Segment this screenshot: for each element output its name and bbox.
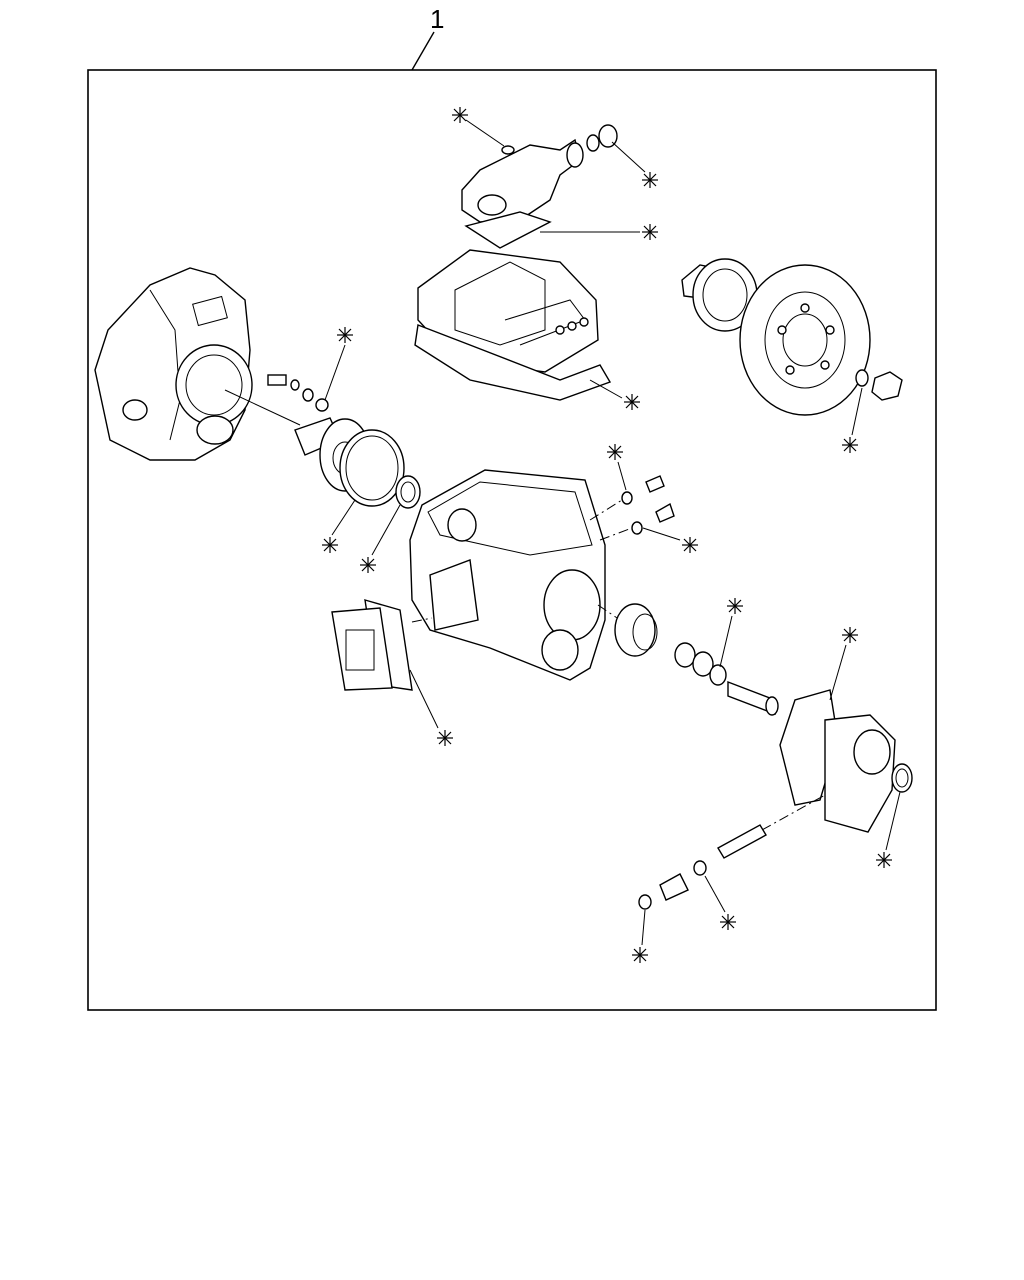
drive-gear	[614, 603, 658, 657]
brake-drum	[739, 264, 871, 416]
transmission-case	[409, 469, 606, 681]
leader-line	[642, 527, 681, 541]
leader-line	[641, 909, 646, 946]
oil-seal-front	[395, 475, 421, 509]
center-line	[411, 617, 433, 623]
leader-line	[465, 119, 505, 147]
side-cover	[331, 607, 393, 691]
kit-asterisk-icon	[436, 729, 454, 747]
leader-line	[409, 669, 439, 729]
kit-asterisk-icon	[321, 536, 339, 554]
kit-asterisk-icon	[841, 436, 859, 454]
top-cover	[417, 249, 599, 373]
shift-tower	[461, 138, 584, 223]
kit-asterisk-icon	[359, 556, 377, 574]
plug-set	[621, 475, 675, 535]
oil-seal-rear	[891, 763, 913, 793]
leader-line	[611, 141, 646, 173]
center-line	[761, 794, 826, 831]
kit-asterisk-icon	[606, 443, 624, 461]
kit-asterisk-icon	[719, 913, 737, 931]
bearing-and-ring	[674, 642, 727, 686]
leader-line	[851, 387, 863, 436]
center-line	[599, 527, 633, 541]
kit-asterisk-icon	[841, 626, 859, 644]
center-line	[597, 604, 621, 621]
speedometer-shaft	[638, 824, 767, 910]
kit-asterisk-icon	[451, 106, 469, 124]
extension-housing	[824, 714, 896, 833]
kit-asterisk-icon	[336, 326, 354, 344]
kit-asterisk-icon	[623, 393, 641, 411]
leader-line	[829, 644, 847, 701]
shift-tower-gasket	[464, 211, 552, 249]
seal-ring-set	[586, 124, 618, 152]
leader-line	[617, 461, 627, 491]
top-cover-gasket	[414, 324, 612, 401]
leader-line	[371, 504, 401, 556]
kit-asterisk-icon	[641, 171, 659, 189]
clutch-housing	[94, 267, 253, 461]
diagram-frame	[87, 69, 937, 1011]
kit-asterisk-icon	[641, 223, 659, 241]
leader-line	[704, 875, 726, 913]
kit-asterisk-icon	[631, 946, 649, 964]
leader-line	[885, 791, 901, 851]
nut-and-washer	[855, 369, 903, 401]
bolt-washer-set	[267, 374, 329, 412]
kit-asterisk-icon	[681, 536, 699, 554]
bearing-retainer	[294, 417, 405, 507]
leader-line	[224, 389, 301, 426]
item-number: 1	[430, 4, 444, 34]
leader-line	[589, 379, 623, 399]
leader-line	[331, 499, 356, 536]
kit-asterisk-icon	[875, 851, 893, 869]
kit-asterisk-icon	[726, 597, 744, 615]
item-leader-line	[411, 31, 435, 71]
companion-flange	[681, 258, 758, 332]
leader-line	[324, 344, 346, 401]
output-shaft	[727, 680, 779, 716]
leader-line	[719, 615, 733, 668]
center-line	[589, 499, 623, 521]
